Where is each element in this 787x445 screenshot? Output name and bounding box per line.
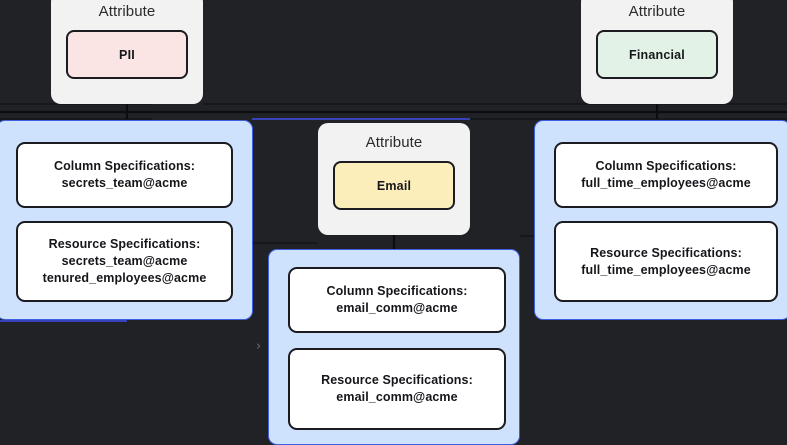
spec-box-line: Column Specifications: bbox=[595, 159, 737, 173]
spec-box-line: Column Specifications: bbox=[53, 159, 196, 173]
group-panel[interactable]: Column Specifications: full_time_employee… bbox=[534, 120, 787, 320]
spec-box-line: Resource Specifications: bbox=[590, 245, 742, 260]
spec-box-line: email_comm@acme bbox=[336, 301, 458, 315]
spec-box[interactable]: Column Specifications: email_comm@acme bbox=[288, 267, 506, 333]
spec-box[interactable]: Resource Specifications: full_time_employ… bbox=[554, 221, 778, 302]
attribute-chip[interactable]: Financial bbox=[596, 30, 718, 79]
spec-box-line: Resource Specifications: bbox=[48, 237, 201, 251]
spec-box-line: full_time_employees@acme bbox=[581, 176, 751, 190]
attribute-chip[interactable]: Email bbox=[333, 161, 455, 210]
chevron-right-icon[interactable]: › bbox=[256, 339, 262, 354]
spec-box-line: Column Specifications: bbox=[326, 284, 468, 298]
spec-box[interactable]: Column Specifications: full_time_employee… bbox=[554, 142, 778, 208]
spec-box-line: secrets_team@acme bbox=[61, 254, 188, 268]
attribute-card-title: Attribute bbox=[628, 3, 686, 20]
spec-box-line: full_time_employees@acme bbox=[581, 262, 751, 277]
attribute-card[interactable]: Attribute Email bbox=[318, 123, 470, 235]
attribute-chip[interactable]: PII bbox=[66, 30, 188, 79]
spec-box-line: email_comm@acme bbox=[336, 390, 458, 404]
spec-box-line: secrets_team@acme bbox=[61, 176, 188, 190]
attribute-card[interactable]: Attribute PII bbox=[51, 0, 203, 104]
attribute-card-title: Attribute bbox=[98, 3, 156, 20]
attribute-card-title: Attribute bbox=[365, 134, 423, 151]
spec-box[interactable]: Resource Specifications: email_comm@acme bbox=[288, 348, 506, 430]
attribute-card[interactable]: Attribute Financial bbox=[581, 0, 733, 104]
spec-box[interactable]: Resource Specifications: secrets_team@acm… bbox=[16, 221, 233, 302]
spec-box-line: tenured_employees@acme bbox=[42, 271, 207, 285]
spec-box[interactable]: Column Specifications: secrets_team@acme bbox=[16, 142, 233, 208]
spec-box-line: Resource Specifications: bbox=[321, 373, 473, 387]
